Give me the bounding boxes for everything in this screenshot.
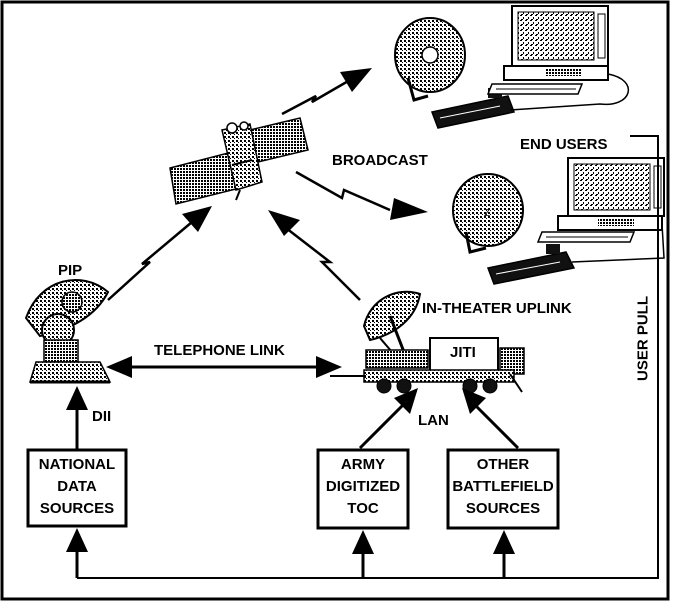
box-line: SOURCES [465, 500, 541, 517]
satellite-dish-icon [394, 17, 466, 102]
lan-arrow-other [462, 388, 520, 450]
telephone-link-arrow [106, 356, 342, 378]
box-line: ARMY [340, 456, 386, 473]
broadcast-arrow-middle [295, 170, 428, 220]
uplink-arrow-theater-to-satellite [268, 210, 361, 301]
computer-terminal-icon [486, 5, 629, 111]
lan-arrow-army [358, 388, 418, 450]
dii-arrow [66, 386, 88, 450]
broadcast-arrow-top [281, 68, 372, 116]
computer-terminal-icon [536, 157, 665, 263]
user-pull-loop [66, 135, 659, 579]
box-line: OTHER [476, 456, 530, 473]
jiti-label: JITI [450, 344, 476, 361]
svg-text:Z: Z [484, 208, 490, 219]
receiver-box-icon [486, 244, 576, 285]
lan-label: LAN [418, 412, 449, 429]
other-battlefield-sources-box [446, 448, 560, 530]
telephone-link-label: TELEPHONE LINK [154, 342, 285, 359]
box-line: TOC [347, 500, 379, 517]
box-line: SOURCES [39, 500, 115, 517]
box-line: BATTLEFIELD [452, 478, 554, 495]
dii-label: DII [92, 408, 112, 425]
satellite-dish-icon: Z [452, 173, 524, 254]
army-digitized-toc-text: ARMY DIGITIZED TOC [318, 454, 408, 520]
army-digitized-toc-box [316, 448, 410, 530]
box-line: DIGITIZED [325, 478, 401, 495]
box-line: DATA [57, 478, 97, 495]
satellite-icon [169, 117, 309, 205]
user-pull-label: USER PULL [634, 296, 652, 382]
uplink-arrow-pip-to-satellite [107, 206, 212, 301]
radar-antenna-icon [24, 279, 112, 384]
national-data-sources-text: NATIONAL DATA SOURCES [28, 454, 126, 520]
in-theater-uplink-label: IN-THEATER UPLINK [422, 300, 572, 317]
box-line: NATIONAL [38, 456, 116, 473]
uplink-truck-icon [330, 290, 525, 394]
end-users-label: END USERS [520, 136, 608, 153]
pip-label: PIP [58, 262, 83, 279]
broadcast-label: BROADCAST [332, 152, 428, 169]
national-data-sources-box [26, 448, 128, 528]
other-battlefield-sources-text: OTHER BATTLEFIELD SOURCES [448, 454, 558, 520]
